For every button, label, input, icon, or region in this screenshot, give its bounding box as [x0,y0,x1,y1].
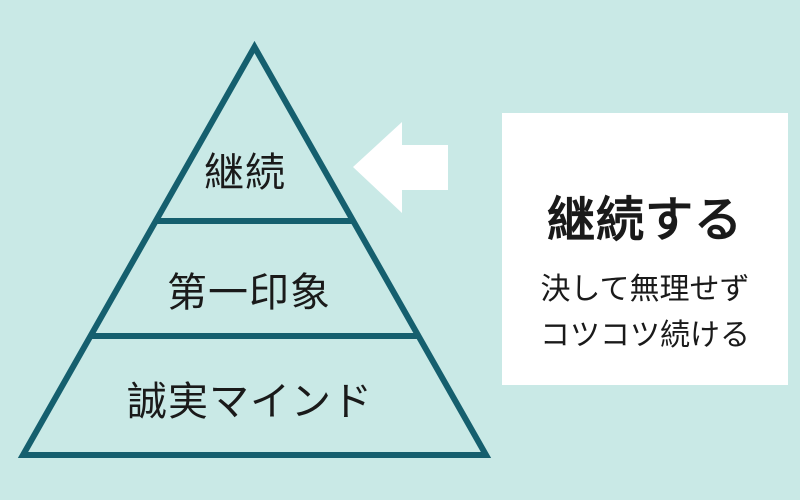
callout-title: 継続する [546,194,743,247]
callout-box: 継続する 決して無理せず コツコツ続ける [502,113,788,385]
left-arrow-icon [353,122,448,213]
tier-label-bottom: 誠実マインド [127,380,373,424]
pyramid-outline [17,40,492,458]
callout-subtitle-line: コツコツ続ける [540,319,750,352]
tier-label-top: 継続 [204,151,286,195]
tier-label-middle: 第一印象 [167,271,331,315]
callout-subtitle-line: 決して無理せず [540,273,750,306]
